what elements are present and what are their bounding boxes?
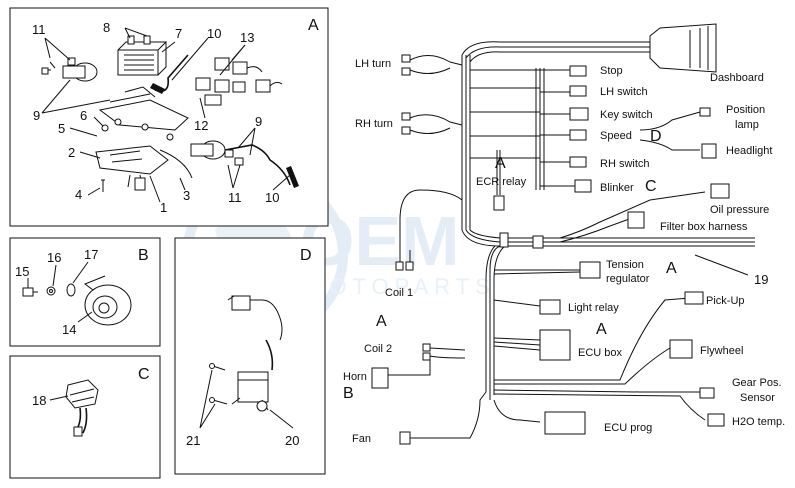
label-lh-switch: LH switch: [600, 86, 648, 98]
panel-b: B 15 16 17 14: [9, 237, 161, 347]
callout-16: 16: [47, 250, 61, 265]
callout-1: 1: [160, 200, 167, 215]
letter-blinker-c: C: [645, 178, 657, 195]
letter-horn-b: B: [343, 385, 354, 402]
label-ecu-box: ECU box: [578, 347, 623, 359]
panel-b-letter: B: [138, 247, 149, 264]
label-position-lamp-1: Position: [726, 104, 765, 116]
label-gear-pos-2: Sensor: [740, 392, 775, 404]
callout-5: 5: [58, 121, 65, 136]
panel-d-letter: D: [300, 247, 312, 264]
label-key-switch: Key switch: [600, 109, 653, 121]
callout-9-right: 9: [255, 114, 262, 129]
label-ecr-relay: ECR relay: [476, 176, 527, 188]
label-lh-turn: LH turn: [355, 58, 391, 70]
label-ecu-prog: ECU prog: [604, 422, 652, 434]
callout-8: 8: [103, 20, 110, 35]
label-gear-pos-1: Gear Pos.: [732, 377, 782, 389]
label-pick-up: Pick-Up: [706, 295, 745, 307]
callout-18: 18: [32, 393, 46, 408]
label-coil-2: Coil 2: [364, 343, 392, 355]
panel-a-letter: A: [308, 17, 319, 34]
label-filter-box-harness: Filter box harness: [660, 221, 748, 233]
callout-11-top: 11: [32, 22, 46, 37]
label-dashboard: Dashboard: [710, 72, 764, 84]
callout-9-left: 9: [33, 108, 40, 123]
callout-12: 12: [194, 118, 208, 133]
callout-14: 14: [62, 322, 76, 337]
letter-speed-d: D: [650, 128, 662, 145]
label-tension-regulator-1: Tension: [606, 259, 644, 271]
panel-c: C 18: [9, 355, 161, 479]
label-flywheel: Flywheel: [700, 345, 743, 357]
callout-15: 15: [15, 264, 29, 279]
letter-tension-a: A: [666, 260, 677, 277]
label-position-lamp-2: lamp: [735, 119, 759, 131]
callout-17: 17: [84, 247, 98, 262]
label-oil-pressure: Oil pressure: [710, 204, 769, 216]
label-blinker: Blinker: [600, 182, 634, 194]
callout-19: 19: [754, 272, 768, 287]
callout-20: 20: [285, 433, 299, 448]
label-coil-1: Coil 1: [385, 287, 413, 299]
callout-6: 6: [80, 108, 87, 123]
callout-4: 4: [75, 187, 82, 202]
panel-d: D 21 20: [174, 237, 326, 475]
callout-13: 13: [240, 30, 254, 45]
letter-coil2-a: A: [376, 313, 387, 330]
callout-10-bottom: 10: [265, 190, 279, 205]
callout-10-top: 10: [207, 26, 221, 41]
callout-11-bottom: 11: [228, 190, 242, 205]
label-stop: Stop: [600, 65, 623, 77]
letter-ecr-a: A: [495, 155, 506, 172]
label-rh-switch: RH switch: [600, 158, 650, 170]
label-rh-turn: RH turn: [355, 118, 393, 130]
watermark-sub: MOTOPARTS: [305, 274, 496, 299]
label-light-relay: Light relay: [568, 302, 619, 314]
label-h2o-temp: H2O temp.: [732, 416, 785, 428]
letter-ecu-a: A: [596, 321, 607, 338]
callout-7: 7: [175, 26, 182, 41]
callout-3: 3: [183, 188, 190, 203]
panel-a: A: [9, 7, 329, 227]
callout-2: 2: [68, 145, 75, 160]
label-horn: Horn: [343, 371, 367, 383]
callout-21: 21: [186, 433, 200, 448]
label-tension-regulator-2: regulator: [606, 273, 650, 285]
label-fan: Fan: [352, 433, 371, 445]
panel-c-letter: C: [138, 366, 150, 383]
label-speed: Speed: [600, 130, 632, 142]
main-harness: LH turn RH turn Stop LH switch Key switc…: [343, 23, 785, 445]
label-headlight: Headlight: [726, 145, 772, 157]
